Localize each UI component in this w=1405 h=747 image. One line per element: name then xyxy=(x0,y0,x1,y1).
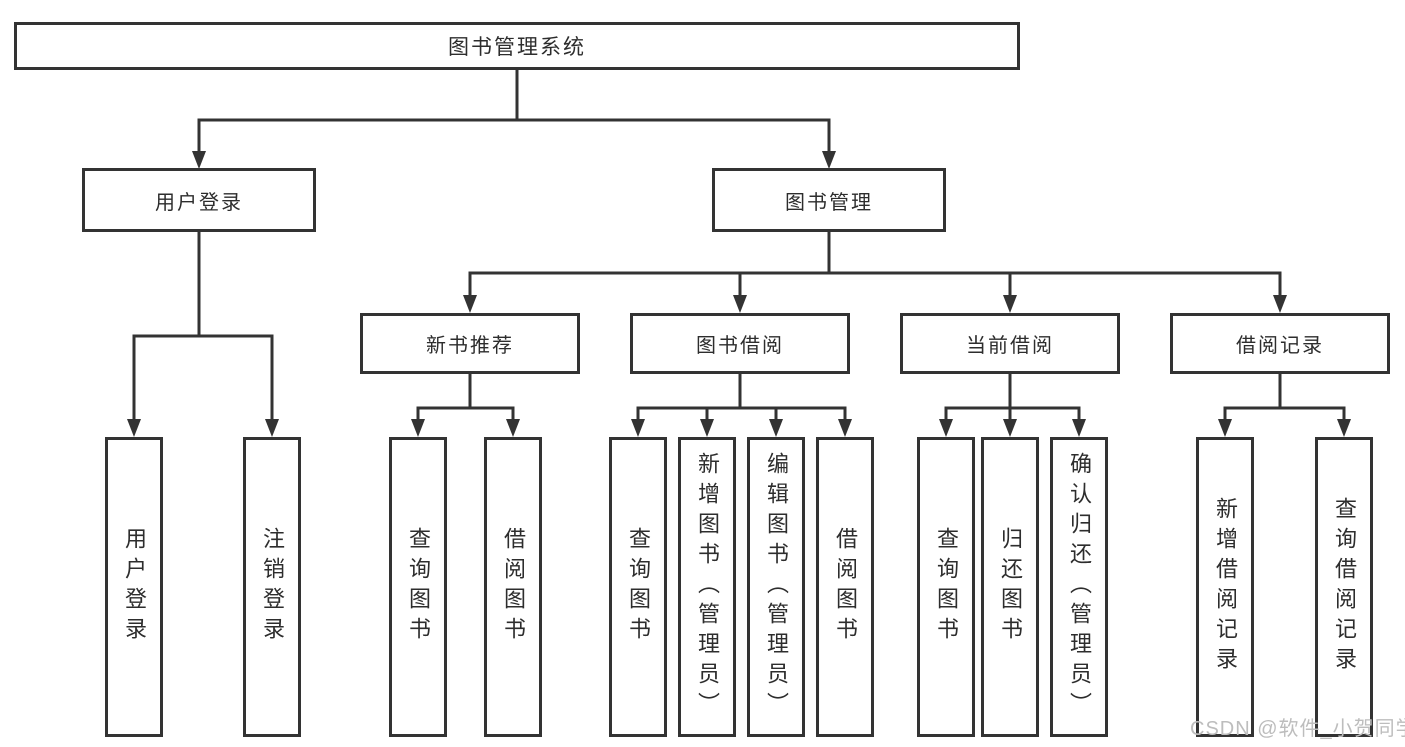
tree-edges xyxy=(132,68,1346,426)
arrowhead xyxy=(700,419,714,437)
arrowhead xyxy=(1072,419,1086,437)
node-label: 查询借阅记录 xyxy=(1332,497,1357,677)
arrowhead xyxy=(769,419,783,437)
leaf-query-borrow-record: 查询借阅记录 xyxy=(1315,437,1373,737)
arrowhead xyxy=(265,419,279,437)
node-label: 归还图书 xyxy=(998,527,1023,647)
leaf-borrow-books-recommend: 借阅图书 xyxy=(484,437,542,737)
leaf-borrow-books: 借阅图书 xyxy=(816,437,874,737)
node-label: 查询图书 xyxy=(406,527,431,647)
arrowhead xyxy=(822,151,836,169)
node-label: 新增借阅记录 xyxy=(1213,497,1238,677)
node-label: 图书管理系统 xyxy=(448,36,586,59)
arrowhead xyxy=(1218,419,1232,437)
node-label: 编辑图书（管理员） xyxy=(764,452,789,722)
leaf-query-books-recommend: 查询图书 xyxy=(389,437,447,737)
node-current-borrow: 当前借阅 xyxy=(900,313,1120,374)
node-label: 借阅图书 xyxy=(501,527,526,647)
arrowhead xyxy=(1273,295,1287,313)
node-label: 图书借阅 xyxy=(696,335,784,357)
leaf-return-books: 归还图书 xyxy=(981,437,1039,737)
arrowhead xyxy=(192,151,206,169)
node-label: 用户登录 xyxy=(122,527,147,647)
node-new-book-recommend: 新书推荐 xyxy=(360,313,580,374)
node-label: 借阅记录 xyxy=(1236,335,1324,357)
node-label: 用户登录 xyxy=(155,191,243,214)
leaf-user-login: 用户登录 xyxy=(105,437,163,737)
arrowhead xyxy=(631,419,645,437)
arrowhead xyxy=(733,295,747,313)
node-label: 图书管理 xyxy=(785,191,873,214)
leaf-add-books-admin: 新增图书（管理员） xyxy=(678,437,736,737)
arrowheads xyxy=(127,151,1351,437)
leaf-edit-books-admin: 编辑图书（管理员） xyxy=(747,437,805,737)
node-label: 查询图书 xyxy=(626,527,651,647)
arrowhead xyxy=(127,419,141,437)
node-label: 借阅图书 xyxy=(833,527,858,647)
watermark: CSDN @软件_小贺同学 xyxy=(1190,718,1405,740)
node-user-login: 用户登录 xyxy=(82,168,316,232)
node-label: 注销登录 xyxy=(260,527,285,647)
arrowhead xyxy=(838,419,852,437)
node-label: 新书推荐 xyxy=(426,335,514,357)
node-label: 确认归还（管理员） xyxy=(1067,452,1092,722)
arrowhead xyxy=(411,419,425,437)
leaf-query-books-borrow: 查询图书 xyxy=(609,437,667,737)
arrowhead xyxy=(506,419,520,437)
node-borrow-records: 借阅记录 xyxy=(1170,313,1390,374)
node-library-management-system: 图书管理系统 xyxy=(14,22,1020,70)
node-label: 当前借阅 xyxy=(966,335,1054,357)
node-label: 查询图书 xyxy=(934,527,959,647)
arrowhead xyxy=(463,295,477,313)
leaf-confirm-return-admin: 确认归还（管理员） xyxy=(1050,437,1108,737)
leaf-add-borrow-record: 新增借阅记录 xyxy=(1196,437,1254,737)
arrowhead xyxy=(939,419,953,437)
node-book-borrow: 图书借阅 xyxy=(630,313,850,374)
leaf-query-books-current: 查询图书 xyxy=(917,437,975,737)
node-label: 新增图书（管理员） xyxy=(695,452,720,722)
node-book-management: 图书管理 xyxy=(712,168,946,232)
arrowhead xyxy=(1337,419,1351,437)
arrowhead xyxy=(1003,419,1017,437)
leaf-logout-login: 注销登录 xyxy=(243,437,301,737)
arrowhead xyxy=(1003,295,1017,313)
